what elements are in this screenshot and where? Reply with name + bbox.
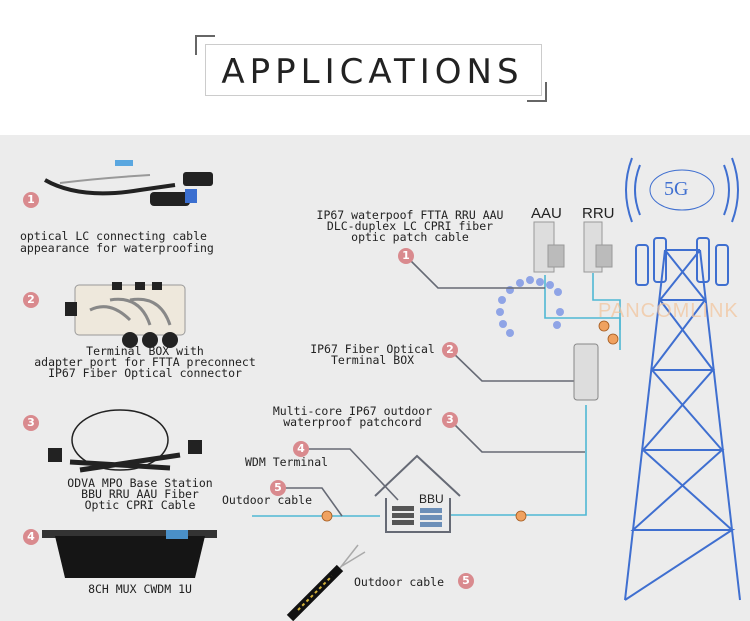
outdoor-cable-label: Outdoor cable xyxy=(354,575,445,589)
callout-5-text: Outdoor cable xyxy=(222,493,313,507)
rru-label: RRU xyxy=(582,205,615,222)
callout-1-text: IP67 waterpoof FTTA RRU AAU DLC-duplex L… xyxy=(316,208,504,244)
product-2-caption: Terminal BOX with adapter port for FTTA … xyxy=(34,344,256,380)
aau-label: AAU xyxy=(531,205,562,222)
outdoor-cable-image xyxy=(286,544,366,621)
product-4-image xyxy=(42,530,217,578)
product-3-badge: 3 xyxy=(23,415,39,431)
5g-tower xyxy=(624,157,741,601)
product-1-badge: 1 xyxy=(23,192,39,208)
bbu-servers xyxy=(392,506,442,527)
sunburst-decoration xyxy=(496,276,564,337)
product-2-badge: 2 xyxy=(23,292,39,308)
callout-2-badge: 2 xyxy=(442,342,458,358)
cable-couplers xyxy=(321,320,619,522)
callout-4-badge: 4 xyxy=(293,441,309,457)
product-1-caption: optical LC connecting cable appearance f… xyxy=(20,229,214,255)
product-4-caption: 8CH MUX CWDM 1U xyxy=(88,582,192,596)
title-bracket-right xyxy=(527,82,547,102)
outdoor-cable-badge: 5 xyxy=(458,573,474,589)
product-2-image xyxy=(65,282,186,348)
watermark-logo: PANCOMLINK xyxy=(598,300,739,322)
title-bracket-left xyxy=(195,35,215,55)
fiber-lines xyxy=(252,273,621,517)
callout-5-badge: 5 xyxy=(270,480,286,496)
page-title: APPLICATIONS xyxy=(221,52,524,92)
callout-4-text: WDM Terminal xyxy=(245,455,329,469)
header: APPLICATIONS xyxy=(0,0,750,135)
bbu-label: BBU xyxy=(419,492,444,506)
aau-rru-units xyxy=(533,221,613,273)
product-1-image xyxy=(44,160,213,206)
callout-3-text: Multi-core IP67 outdoor waterproof patch… xyxy=(272,404,433,429)
callout-1-badge: 1 xyxy=(398,248,414,264)
product-3-image xyxy=(48,409,202,473)
5g-label: 5G xyxy=(664,178,689,200)
product-3-caption: ODVA MPO Base Station BBU RRU AAU Fiber … xyxy=(67,476,213,512)
callout-lines xyxy=(278,255,585,517)
callout-3-badge: 3 xyxy=(442,412,458,428)
bbu-house xyxy=(374,454,461,533)
title-frame xyxy=(205,44,542,96)
product-4-badge: 4 xyxy=(23,529,39,545)
terminal-box-graphic xyxy=(573,343,599,401)
callout-2-text: IP67 Fiber Optical Terminal BOX xyxy=(310,342,435,367)
